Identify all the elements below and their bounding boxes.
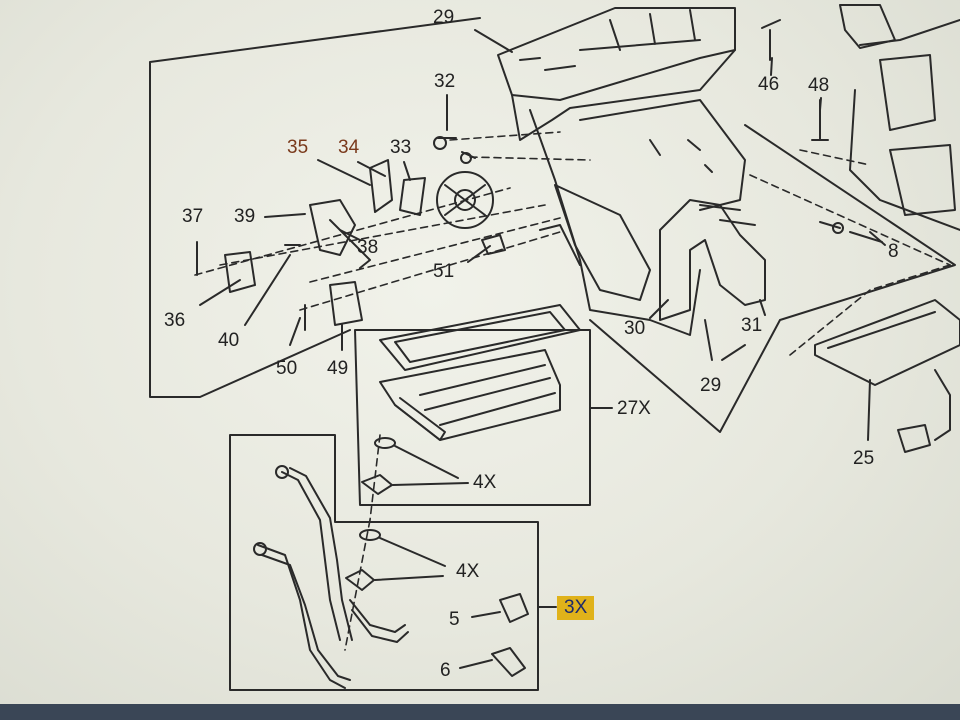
leader-51 xyxy=(467,245,491,263)
evaporator-group-box xyxy=(354,329,591,506)
leader-39 xyxy=(264,213,306,218)
callout-33: 33 xyxy=(390,137,412,158)
seal-ring-lower xyxy=(359,529,381,541)
callout-5: 5 xyxy=(449,609,460,630)
callout-35: 35 xyxy=(287,137,309,158)
callout-4x-upper: 4X xyxy=(473,472,497,493)
monitor-bottom-edge xyxy=(0,704,960,720)
leader-29t xyxy=(474,29,513,53)
assembly-guide-lines xyxy=(194,131,951,651)
callout-31: 31 xyxy=(741,315,763,336)
seal-ring-upper xyxy=(374,437,396,449)
leader-48 xyxy=(819,97,822,111)
group-outline-main xyxy=(149,17,956,433)
callout-27x: 27X xyxy=(617,398,651,419)
actuator-assembly xyxy=(196,159,506,331)
callout-48: 48 xyxy=(808,75,830,96)
right-side-component xyxy=(839,4,960,231)
callout-6: 6 xyxy=(440,660,451,681)
fastener-46 xyxy=(761,19,781,61)
fastener-32-head xyxy=(433,136,447,150)
leader-36 xyxy=(199,279,241,306)
heater-hoses xyxy=(253,465,409,689)
leader-8 xyxy=(849,231,883,243)
callout-29-bottom: 29 xyxy=(700,375,722,396)
leader-31 xyxy=(759,299,766,316)
leader-4x-lower xyxy=(374,537,446,581)
callout-29-top: 29 xyxy=(433,7,455,28)
leader-35 xyxy=(317,159,371,186)
callout-32: 32 xyxy=(434,71,456,92)
leader-46 xyxy=(770,57,773,76)
hvac-module-housing xyxy=(497,7,766,336)
leader-4x-upper xyxy=(392,445,469,486)
leader-38 xyxy=(339,229,361,241)
callout-37: 37 xyxy=(182,206,204,227)
leader-30 xyxy=(649,299,669,319)
leader-40 xyxy=(244,254,291,326)
callout-34: 34 xyxy=(338,137,360,158)
callout-25: 25 xyxy=(853,448,875,469)
leader-29b xyxy=(704,319,746,361)
dashed-tray-outline xyxy=(789,264,951,356)
callout-49: 49 xyxy=(327,358,349,379)
callout-50: 50 xyxy=(276,358,298,379)
callout-36: 36 xyxy=(164,310,186,331)
leader-34 xyxy=(357,161,386,177)
callout-38: 38 xyxy=(357,237,379,258)
callout-39: 39 xyxy=(234,206,256,227)
callout-3x-highlighted: 3X xyxy=(557,596,595,620)
callout-46: 46 xyxy=(758,74,780,95)
callout-30: 30 xyxy=(624,318,646,339)
callout-51: 51 xyxy=(433,261,455,282)
callout-8: 8 xyxy=(888,241,899,262)
tube-part-6 xyxy=(491,647,526,677)
heater-hose-group-box xyxy=(229,434,539,691)
clip-part-5 xyxy=(499,593,529,623)
callout-4x-lower: 4X xyxy=(456,561,480,582)
leader-5 xyxy=(471,611,501,618)
leader-50 xyxy=(289,317,301,346)
callout-40: 40 xyxy=(218,330,240,351)
seal-clip-upper xyxy=(361,474,393,495)
leader-6 xyxy=(459,659,493,669)
evaporator-core xyxy=(379,304,581,441)
leader-33 xyxy=(403,161,411,181)
filter-tray xyxy=(814,299,960,453)
